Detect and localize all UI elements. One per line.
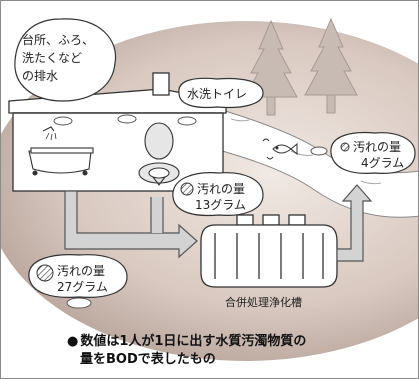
dirt-27g-line2: 27グラム	[57, 280, 108, 294]
dirt-13g-line2: 13グラム	[195, 198, 246, 212]
dirt-13g-line1: 汚れの量	[197, 182, 245, 196]
callout-toilet-label: 水洗トイレ	[187, 87, 247, 101]
footnote-bullet: ●	[67, 334, 79, 349]
footnote-line1: ●数値は1人が1日に出す水質汚濁物質の	[1, 333, 418, 350]
callout-kitchen-line1: 台所、ふろ、	[22, 32, 94, 47]
chimney	[152, 72, 170, 96]
septic-tank	[200, 214, 338, 288]
callout-dirt-13g: 汚れの量 13グラム	[172, 172, 264, 217]
callout-kitchen-line2: 洗たくなど	[22, 51, 82, 65]
bathtub-icon	[28, 126, 94, 176]
flow-arrow-to-river	[336, 184, 373, 262]
pollution-4g-icon	[340, 142, 350, 152]
toilet-icon	[138, 122, 180, 186]
flow-arrow-to-tank	[64, 190, 198, 259]
callout-toilet: 水洗トイレ	[178, 77, 264, 109]
callout-dirt-27g: 汚れの量 27グラム	[28, 254, 128, 298]
footnote-text2: 量をBODで表したもの	[80, 352, 216, 367]
dirt-4g-line2: 4グラム	[361, 156, 404, 170]
trees	[244, 17, 358, 116]
dirt-27g-line1: 汚れの量	[57, 264, 105, 278]
callout-kitchen-bath: 台所、ふろ、 洗たくなど の排水	[14, 18, 117, 102]
dirt-4g-line1: 汚れの量	[353, 140, 401, 154]
footnote-text1: 数値は1人が1日に出す水質汚濁物質の	[80, 334, 307, 349]
pollution-13g-icon	[180, 182, 194, 196]
callout-kitchen-line3: の排水	[22, 69, 58, 83]
septic-tank-label: 合併処理浄化槽	[225, 295, 302, 309]
fish-icon	[262, 138, 298, 160]
footnote-line2: 量をBODで表したもの	[1, 351, 418, 368]
decorative-clouds	[53, 114, 328, 309]
callout-dirt-4g: 汚れの量 4グラム	[330, 131, 416, 174]
pollution-27g-icon	[36, 264, 54, 282]
